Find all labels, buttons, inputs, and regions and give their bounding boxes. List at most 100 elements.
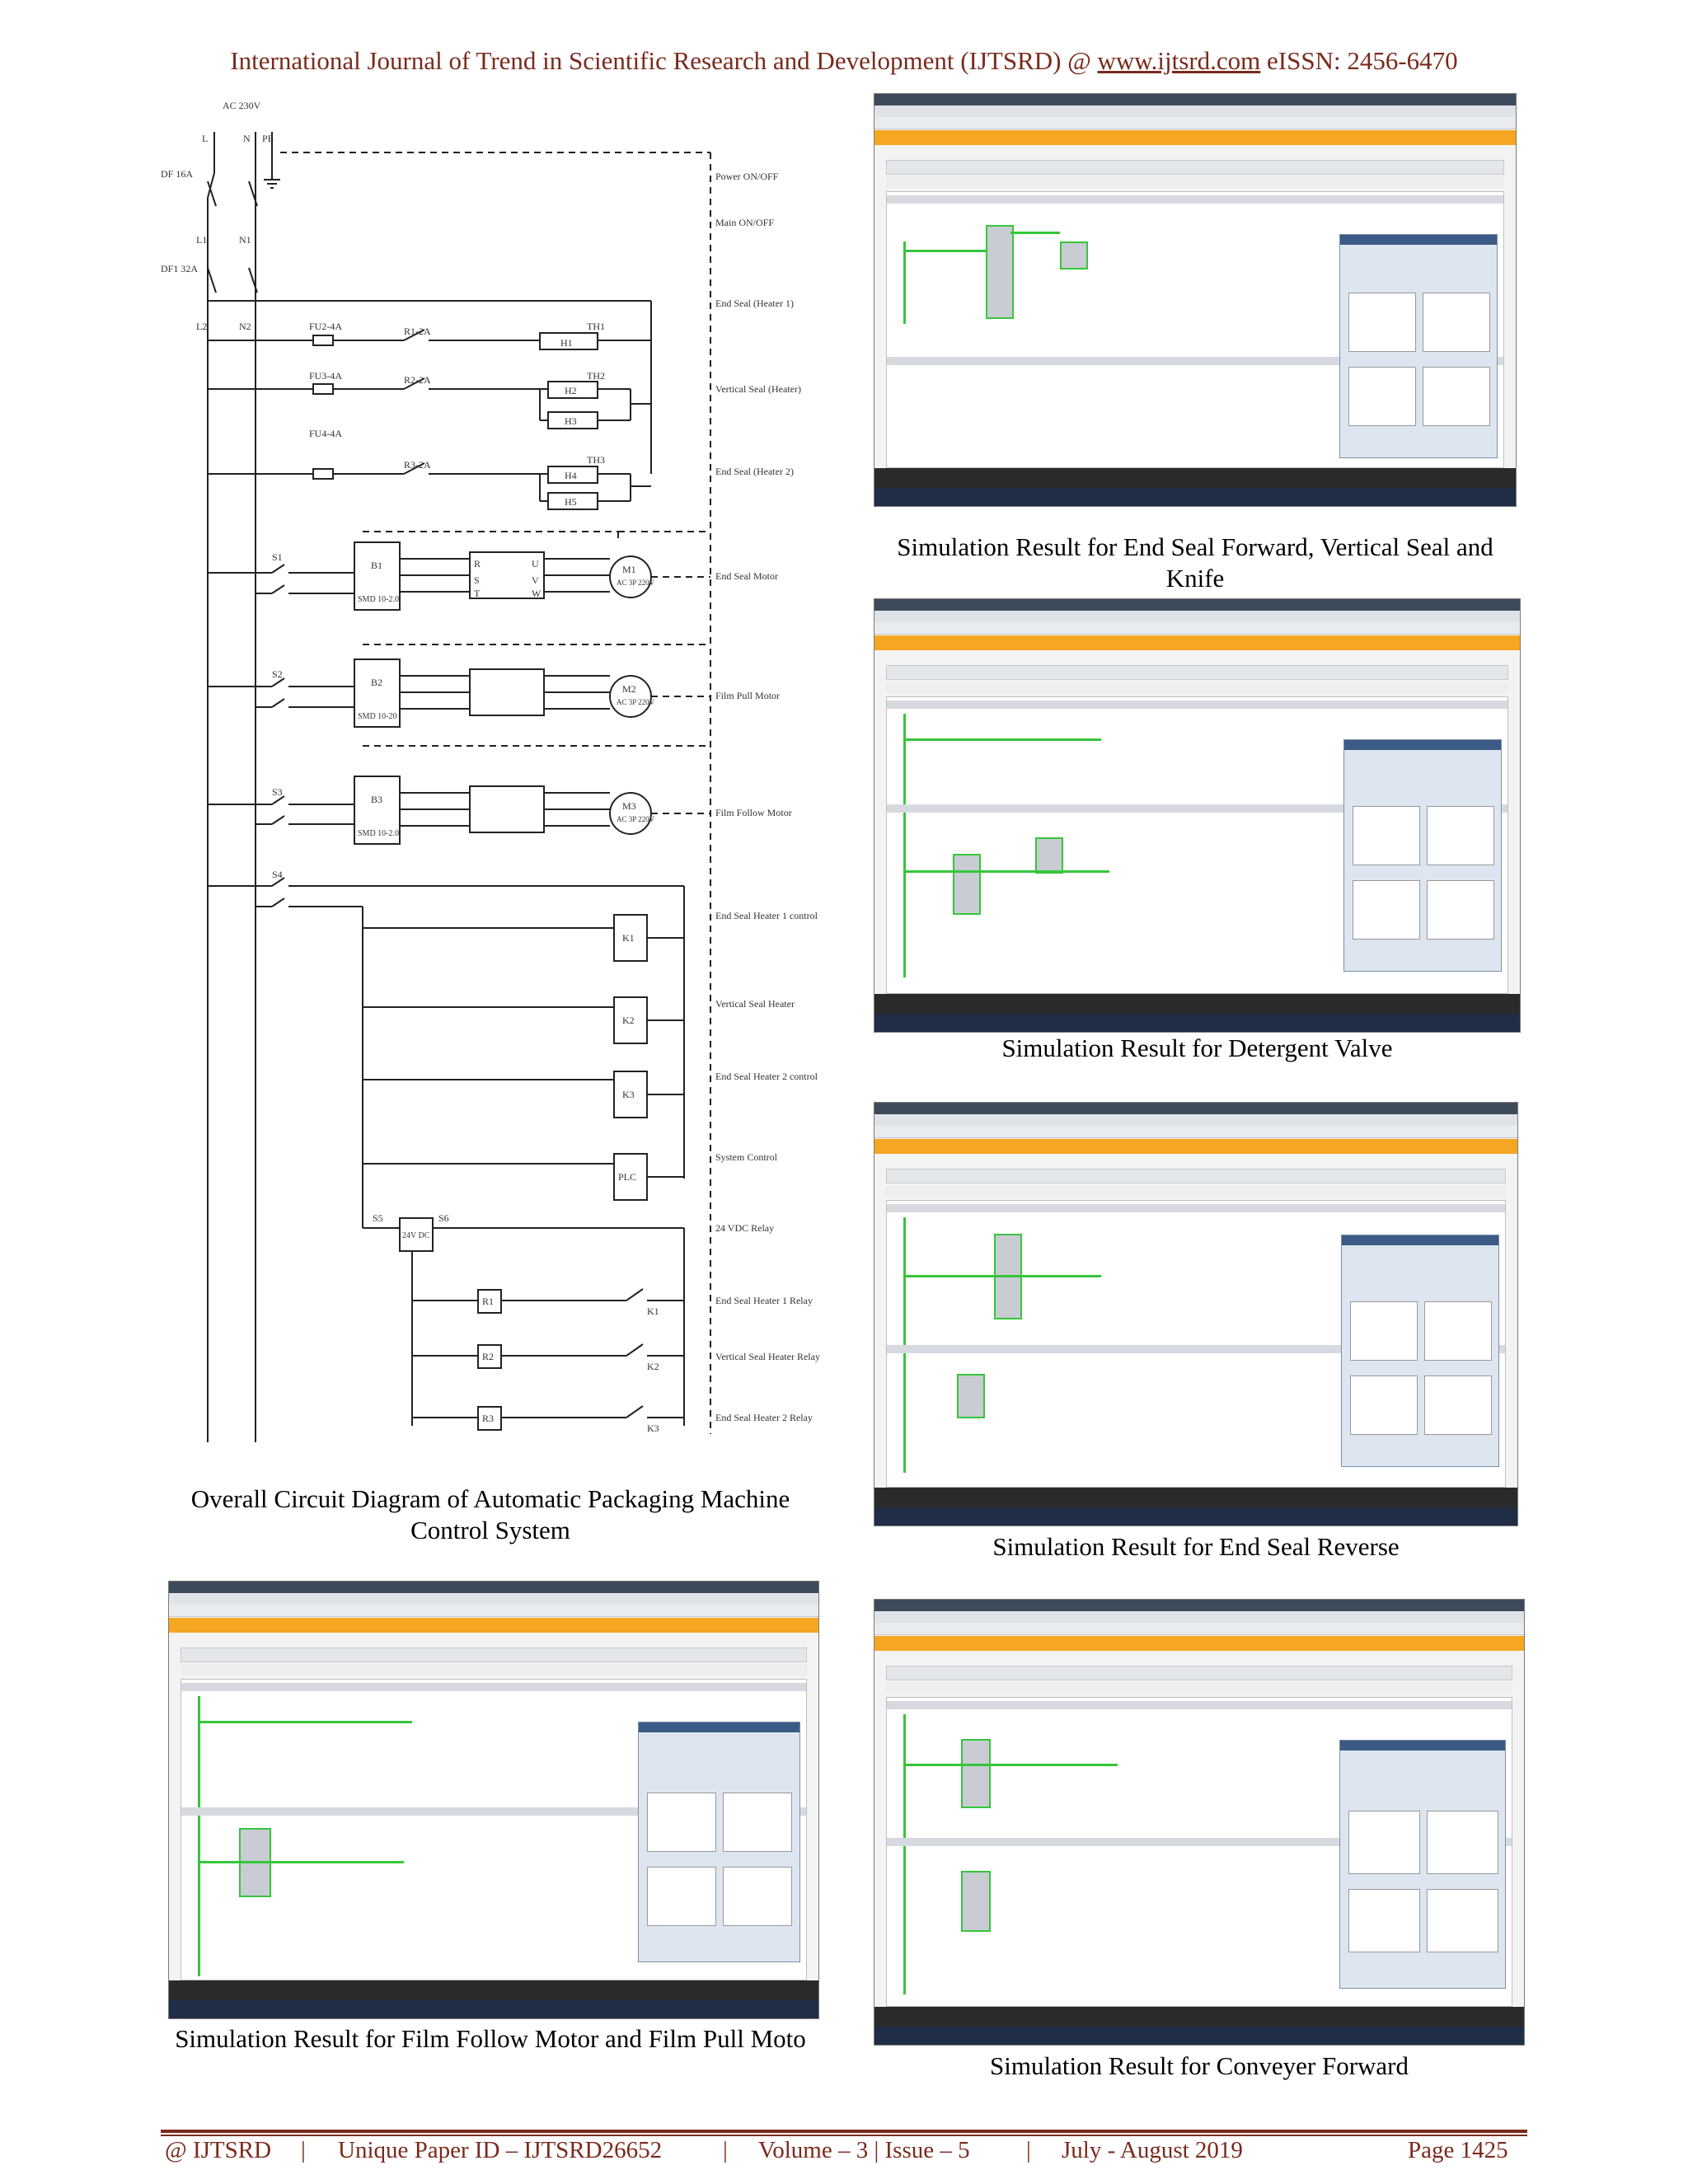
switch-s1: S1 <box>272 551 283 563</box>
fuse-label-3: FU4-4A <box>309 428 342 439</box>
contactor-k1: K1 <box>622 932 635 944</box>
footer-sep-2: | <box>723 2137 728 2163</box>
motor-spec-2: AC 3P 220V <box>617 698 655 706</box>
fuse-label-1: FU2-4A <box>309 321 342 332</box>
uvw-w-1: W <box>532 588 542 599</box>
fuse-label-2: FU3-4A <box>309 370 342 382</box>
header-prefix: International Journal of Trend in Scient… <box>230 46 1098 75</box>
switch-s3: S3 <box>272 786 283 798</box>
relay-contact-k2: K2 <box>647 1361 659 1372</box>
inverter-model-3: SMD 10-2.0 <box>358 829 399 838</box>
switch-s2: S2 <box>272 668 283 680</box>
relay-contact-3: R3-2A <box>404 459 431 471</box>
screenshot-conveyer-forward <box>874 1599 1525 2046</box>
label-heater1-control: End Seal Heater 1 control <box>715 910 818 921</box>
relay-r1: R1 <box>482 1296 494 1307</box>
footer-sep-3: | <box>1026 2137 1031 2163</box>
screenshot-detergent-valve <box>874 598 1521 1033</box>
footer-sep-1: | <box>301 2137 306 2163</box>
inverter-model-2: SMD 10-20 <box>358 712 397 721</box>
screenshot-end-seal-forward <box>874 93 1517 507</box>
running-header: International Journal of Trend in Scient… <box>0 46 1688 76</box>
footer-rule-thin <box>161 2135 1527 2136</box>
label-vertical-seal: Vertical Seal (Heater) <box>715 383 801 395</box>
heater-h1: H1 <box>560 337 573 349</box>
breaker-label-2: DF1 32A <box>161 263 198 274</box>
thermostat-2: TH2 <box>587 370 605 382</box>
heater-h3: H3 <box>565 415 577 427</box>
footer-copyright: @ IJTSRD <box>165 2137 272 2163</box>
caption-sim-5: Simulation Result for Conveyer Forward <box>990 2051 1409 2080</box>
circuit-caption-line2: Control System <box>410 1516 570 1544</box>
inverter-model-1: SMD 10-2.0 <box>358 595 399 604</box>
caption-sim-3: Simulation Result for End Seal Reverse <box>992 1532 1400 1561</box>
thermostat-3: TH3 <box>587 454 605 466</box>
footer-volume: Volume – 3 | Issue – 5 <box>758 2137 970 2163</box>
terminal-pe: PE <box>262 133 274 144</box>
footer: @ IJTSRD | Unique Paper ID – IJTSRD26652… <box>165 2137 1523 2170</box>
label-system-control: System Control <box>715 1151 778 1163</box>
label-heater2-control: End Seal Heater 2 control <box>715 1071 818 1082</box>
rst-r-1: R <box>474 558 481 569</box>
rst-s-1: S <box>474 574 480 586</box>
relay-r3: R3 <box>482 1413 494 1424</box>
screenshot-film-motors <box>168 1581 819 2019</box>
header-suffix: eISSN: 2456-6470 <box>1260 46 1458 75</box>
circuit-caption: Overall Circuit Diagram of Automatic Pac… <box>157 1483 824 1546</box>
inverter-b2: B2 <box>371 677 382 688</box>
heater-h4: H4 <box>565 470 577 481</box>
circuit-diagram: AC 230V L N PE DF 16A DF1 32A L1 N1 L2 N… <box>161 100 820 1442</box>
motor-spec-3: AC 3P 220V <box>617 815 655 823</box>
terminal-n: N <box>243 133 251 144</box>
circuit-caption-line1: Overall Circuit Diagram of Automatic Pac… <box>190 1484 790 1513</box>
caption-sim-1: Simulation Result for End Seal Forward, … <box>897 532 1493 593</box>
inverter-b1: B1 <box>371 560 382 571</box>
switch-s4: S4 <box>272 869 283 880</box>
label-heater1-relay: End Seal Heater 1 Relay <box>715 1295 813 1306</box>
line-n2: N2 <box>239 321 251 332</box>
relay-contact-k3: K3 <box>647 1422 659 1434</box>
caption-sim-2: Simulation Result for Detergent Valve <box>1001 1033 1393 1062</box>
label-end-seal-motor: End Seal Motor <box>715 570 778 582</box>
footer-date: July - August 2019 <box>1062 2137 1243 2163</box>
label-film-pull-motor: Film Pull Motor <box>715 690 780 701</box>
relay-r2: R2 <box>482 1351 494 1362</box>
motor-m3: M3 <box>622 800 636 812</box>
relay-contact-2: R2-2A <box>404 374 431 386</box>
label-vertical-heater: Vertical Seal Heater <box>715 998 795 1010</box>
switch-s6: S6 <box>438 1212 449 1224</box>
rst-t-1: T <box>474 588 481 599</box>
label-film-follow-motor: Film Follow Motor <box>715 807 792 818</box>
motor-m1: M1 <box>622 564 636 575</box>
journal-url-link[interactable]: www.ijtsrd.com <box>1097 46 1261 75</box>
contactor-k3: K3 <box>622 1089 635 1100</box>
relay-contact-1: R1-2A <box>404 326 431 337</box>
switch-s5: S5 <box>373 1212 383 1224</box>
uvw-u-1: U <box>532 558 539 569</box>
plc-box: PLC <box>618 1171 636 1183</box>
line-n1: N1 <box>239 234 251 246</box>
line-l2: L2 <box>196 321 207 332</box>
caption-sim-4: Simulation Result for Film Follow Motor … <box>175 2024 806 2053</box>
footer-rule <box>161 2130 1527 2133</box>
line-l1: L1 <box>196 234 207 246</box>
uvw-v-1: V <box>532 574 539 586</box>
label-24vdc-relay: 24 VDC Relay <box>715 1222 774 1234</box>
contactor-k2: K2 <box>622 1015 635 1026</box>
psu-box: 24V DC <box>402 1231 430 1240</box>
relay-contact-k1: K1 <box>647 1305 659 1317</box>
label-main: Main ON/OFF <box>715 217 774 228</box>
heater-h5: H5 <box>565 496 577 508</box>
footer-page: Page 1425 <box>1408 2137 1508 2163</box>
heater-h2: H2 <box>565 385 577 396</box>
screenshot-end-seal-reverse <box>874 1102 1518 1526</box>
terminal-l: L <box>202 133 208 144</box>
label-end-seal-1: End Seal (Heater 1) <box>715 298 794 309</box>
thermostat-1: TH1 <box>587 321 605 332</box>
label-heater2-relay: End Seal Heater 2 Relay <box>715 1412 813 1423</box>
breaker-label-1: DF 16A <box>161 168 193 180</box>
label-end-seal-2: End Seal (Heater 2) <box>715 466 794 477</box>
label-vertical-relay: Vertical Seal Heater Relay <box>715 1351 820 1362</box>
motor-m2: M2 <box>622 683 636 695</box>
inverter-b3: B3 <box>371 794 382 805</box>
